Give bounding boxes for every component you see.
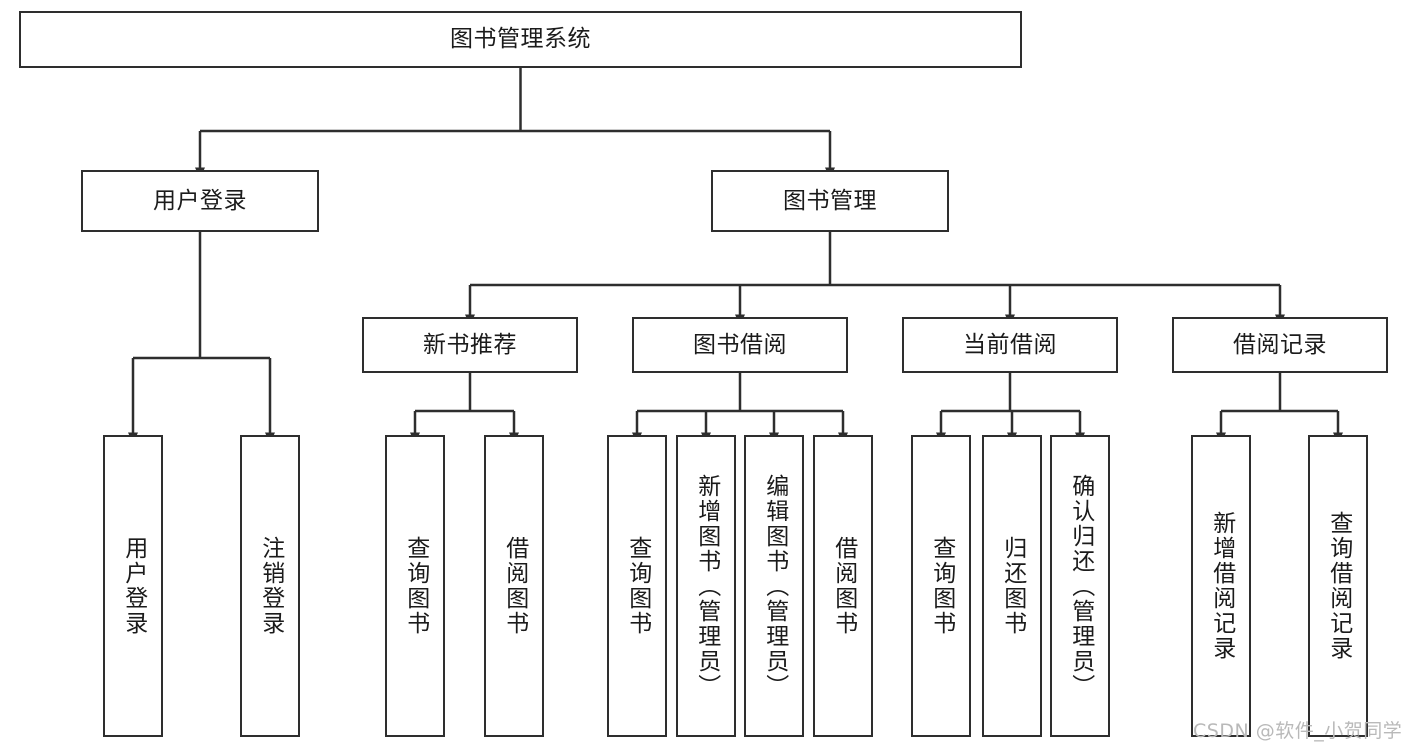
node-label-l4: 借阅图书 <box>501 536 528 636</box>
node-l10[interactable]: 归还图书 <box>982 435 1042 737</box>
node-bookmgmt[interactable]: 图书管理 <box>711 170 949 232</box>
node-label-l8: 借阅图书 <box>830 536 857 636</box>
node-label-login: 用户登录 <box>153 187 247 214</box>
node-label-l10: 归还图书 <box>999 536 1026 636</box>
node-label-l11: 确认归还（管理员） <box>1067 473 1094 699</box>
node-current[interactable]: 当前借阅 <box>902 317 1118 373</box>
node-label-newbook: 新书推荐 <box>423 331 517 358</box>
node-borrow[interactable]: 图书借阅 <box>632 317 848 373</box>
node-l9[interactable]: 查询图书 <box>911 435 971 737</box>
node-l3[interactable]: 查询图书 <box>385 435 445 737</box>
node-l5[interactable]: 查询图书 <box>607 435 667 737</box>
node-label-l13: 查询借阅记录 <box>1325 511 1352 661</box>
node-login[interactable]: 用户登录 <box>81 170 319 232</box>
node-l8[interactable]: 借阅图书 <box>813 435 873 737</box>
node-label-l3: 查询图书 <box>402 536 429 636</box>
node-label-l9: 查询图书 <box>928 536 955 636</box>
node-l6[interactable]: 新增图书（管理员） <box>676 435 736 737</box>
node-label-l6: 新增图书（管理员） <box>693 473 720 699</box>
node-root[interactable]: 图书管理系统 <box>19 11 1022 68</box>
csdn-watermark: CSDN @软件_小贺同学 <box>1193 720 1403 742</box>
node-label-l1: 用户登录 <box>120 536 147 636</box>
node-label-l12: 新增借阅记录 <box>1208 511 1235 661</box>
node-label-l5: 查询图书 <box>624 536 651 636</box>
node-label-current: 当前借阅 <box>963 331 1057 358</box>
node-l12[interactable]: 新增借阅记录 <box>1191 435 1251 737</box>
node-label-borrow: 图书借阅 <box>693 331 787 358</box>
node-newbook[interactable]: 新书推荐 <box>362 317 578 373</box>
node-label-records: 借阅记录 <box>1233 331 1327 358</box>
node-l7[interactable]: 编辑图书（管理员） <box>744 435 804 737</box>
node-label-l7: 编辑图书（管理员） <box>761 473 788 699</box>
node-l1[interactable]: 用户登录 <box>103 435 163 737</box>
node-l11[interactable]: 确认归还（管理员） <box>1050 435 1110 737</box>
node-l4[interactable]: 借阅图书 <box>484 435 544 737</box>
node-label-root: 图书管理系统 <box>450 26 591 53</box>
node-l13[interactable]: 查询借阅记录 <box>1308 435 1368 737</box>
node-label-bookmgmt: 图书管理 <box>783 187 877 214</box>
node-records[interactable]: 借阅记录 <box>1172 317 1388 373</box>
node-label-l2: 注销登录 <box>257 536 284 636</box>
node-l2[interactable]: 注销登录 <box>240 435 300 737</box>
